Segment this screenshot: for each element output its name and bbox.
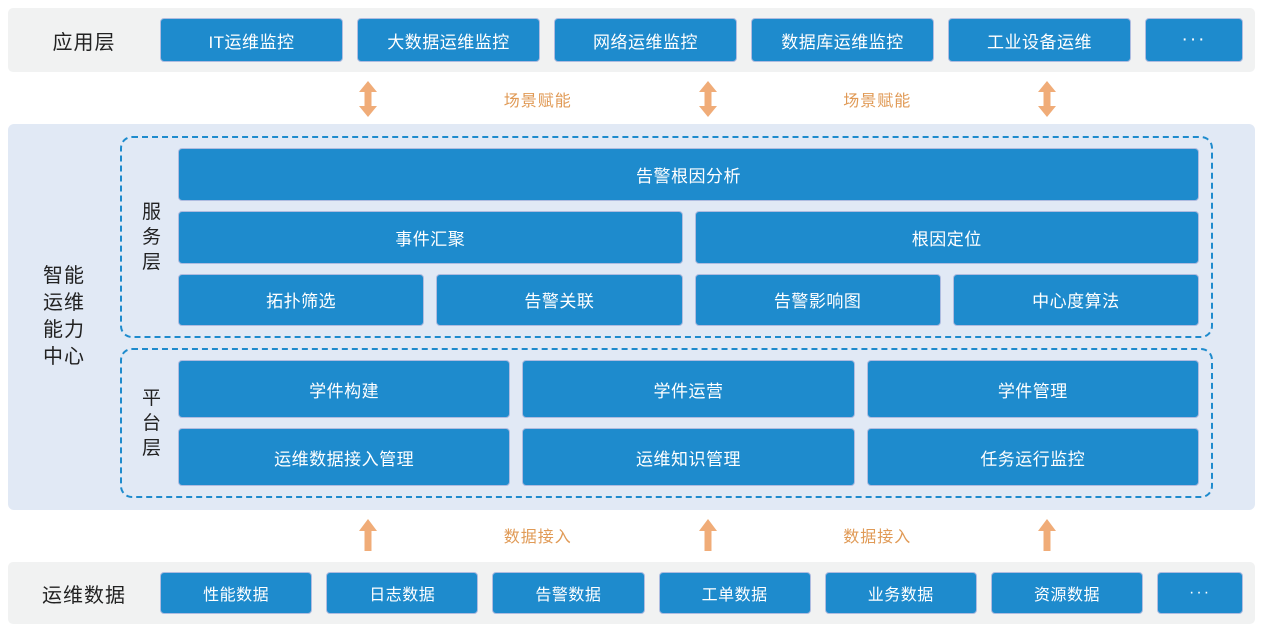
capability-center-label: 智能运维能力中心 xyxy=(8,263,120,371)
application-layer-band: 应用层 IT运维监控大数据运维监控网络运维监控数据库运维监控工业设备运维 ··· xyxy=(8,8,1255,72)
data-ingestion-label-1: 数据接入 xyxy=(503,529,572,546)
service-layer-group-item-2-1[interactable]: 事件汇聚 xyxy=(178,210,683,264)
service-layer-group-row-2: 事件汇聚根因定位 xyxy=(178,210,1199,264)
data-ingestion-arrow-3-icon xyxy=(1037,519,1057,551)
scenario-enablement-arrow-2-icon xyxy=(698,81,718,117)
application-layer-item-1[interactable]: IT运维监控 xyxy=(160,18,343,62)
intelligent-ops-capability-center: 智能运维能力中心 服务层告警根因分析事件汇聚根因定位拓扑筛选告警关联告警影响图中… xyxy=(8,124,1255,510)
scenario-enablement-connector: 场景赋能 场景赋能 xyxy=(8,76,1255,122)
service-layer-group-item-3-4[interactable]: 中心度算法 xyxy=(952,273,1199,327)
service-layer-group-label-line-2: 务 xyxy=(141,226,162,248)
ops-data-item-4[interactable]: 工单数据 xyxy=(658,572,811,614)
application-layer-item-3[interactable]: 网络运维监控 xyxy=(554,18,737,62)
platform-layer-group-item-2-2[interactable]: 运维知识管理 xyxy=(522,428,855,486)
ops-data-item-7[interactable]: ··· xyxy=(1157,572,1244,614)
data-ingestion-arrow-2-icon xyxy=(698,519,718,551)
capability-center-label-line-2: 运维 xyxy=(43,292,85,314)
capability-center-label-line-3: 能力 xyxy=(43,319,85,341)
service-layer-group-label-line-1: 服 xyxy=(141,201,162,223)
service-layer-group-rows: 告警根因分析事件汇聚根因定位拓扑筛选告警关联告警影响图中心度算法 xyxy=(178,148,1199,327)
application-layer-item-5[interactable]: 工业设备运维 xyxy=(948,18,1131,62)
service-layer-group-item-3-1[interactable]: 拓扑筛选 xyxy=(178,273,425,327)
ops-data-item-3[interactable]: 告警数据 xyxy=(492,572,645,614)
application-layer-item-6[interactable]: ··· xyxy=(1145,18,1243,62)
ops-data-item-5[interactable]: 业务数据 xyxy=(824,572,977,614)
platform-layer-group-item-2-3[interactable]: 任务运行监控 xyxy=(866,428,1199,486)
application-layer-items: IT运维监控大数据运维监控网络运维监控数据库运维监控工业设备运维 ··· xyxy=(160,8,1255,72)
platform-layer-group-rows: 学件构建学件运营学件管理运维数据接入管理运维知识管理任务运行监控 xyxy=(178,360,1199,486)
platform-layer-group-item-1-3[interactable]: 学件管理 xyxy=(866,360,1199,419)
platform-layer-group-row-2: 运维数据接入管理运维知识管理任务运行监控 xyxy=(178,428,1199,486)
platform-layer-group-item-1-1[interactable]: 学件构建 xyxy=(178,360,511,419)
service-layer-group-item-2-2[interactable]: 根因定位 xyxy=(694,210,1199,264)
data-ingestion-track: 数据接入 数据接入 xyxy=(160,512,1255,558)
data-ingestion-arrow-1-icon xyxy=(358,519,378,551)
capability-center-groups: 服务层告警根因分析事件汇聚根因定位拓扑筛选告警关联告警影响图中心度算法平台层学件… xyxy=(120,124,1255,510)
scenario-enablement-arrow-3-icon xyxy=(1037,81,1057,117)
ops-data-item-2[interactable]: 日志数据 xyxy=(326,572,479,614)
platform-layer-group-label: 平台层 xyxy=(126,386,178,461)
scenario-enablement-arrow-1-icon xyxy=(358,81,378,117)
service-layer-group-row-3: 拓扑筛选告警关联告警影响图中心度算法 xyxy=(178,273,1199,327)
application-layer-label: 应用层 xyxy=(52,31,116,54)
data-ingestion-label-2: 数据接入 xyxy=(843,529,912,546)
ops-data-item-1[interactable]: 性能数据 xyxy=(160,572,313,614)
scenario-enablement-label-1: 场景赋能 xyxy=(503,93,572,110)
platform-layer-group-label-line-2: 台 xyxy=(141,412,162,434)
ops-data-layer-items: 性能数据日志数据告警数据工单数据业务数据资源数据 ··· xyxy=(160,562,1255,624)
data-ingestion-connector: 数据接入 数据接入 xyxy=(8,512,1255,558)
service-layer-group-label-line-3: 层 xyxy=(141,251,162,273)
service-layer-group-item-3-2[interactable]: 告警关联 xyxy=(436,273,683,327)
platform-layer-group: 平台层学件构建学件运营学件管理运维数据接入管理运维知识管理任务运行监控 xyxy=(120,348,1213,498)
ops-data-item-6[interactable]: 资源数据 xyxy=(990,572,1144,614)
service-layer-group-item-1-1[interactable]: 告警根因分析 xyxy=(178,148,1199,201)
service-layer-group: 服务层告警根因分析事件汇聚根因定位拓扑筛选告警关联告警影响图中心度算法 xyxy=(120,136,1213,339)
service-layer-group-row-1: 告警根因分析 xyxy=(178,148,1199,201)
capability-center-label-line-4: 中心 xyxy=(43,346,85,368)
application-layer-item-4[interactable]: 数据库运维监控 xyxy=(751,18,934,62)
capability-center-label-line-1: 智能 xyxy=(43,265,85,287)
service-layer-group-item-3-3[interactable]: 告警影响图 xyxy=(694,273,941,327)
ops-data-layer-band: 运维数据 性能数据日志数据告警数据工单数据业务数据资源数据 ··· xyxy=(8,562,1255,624)
ops-data-layer-label: 运维数据 xyxy=(42,584,126,607)
platform-layer-group-item-1-2[interactable]: 学件运营 xyxy=(522,360,855,419)
platform-layer-group-label-line-3: 层 xyxy=(141,437,162,459)
scenario-enablement-label-2: 场景赋能 xyxy=(843,93,912,110)
service-layer-group-label: 服务层 xyxy=(126,200,178,275)
scenario-enablement-track: 场景赋能 场景赋能 xyxy=(160,76,1255,122)
application-layer-item-2[interactable]: 大数据运维监控 xyxy=(357,18,540,62)
platform-layer-group-row-1: 学件构建学件运营学件管理 xyxy=(178,360,1199,419)
platform-layer-group-item-2-1[interactable]: 运维数据接入管理 xyxy=(178,428,511,486)
platform-layer-group-label-line-1: 平 xyxy=(141,387,162,409)
